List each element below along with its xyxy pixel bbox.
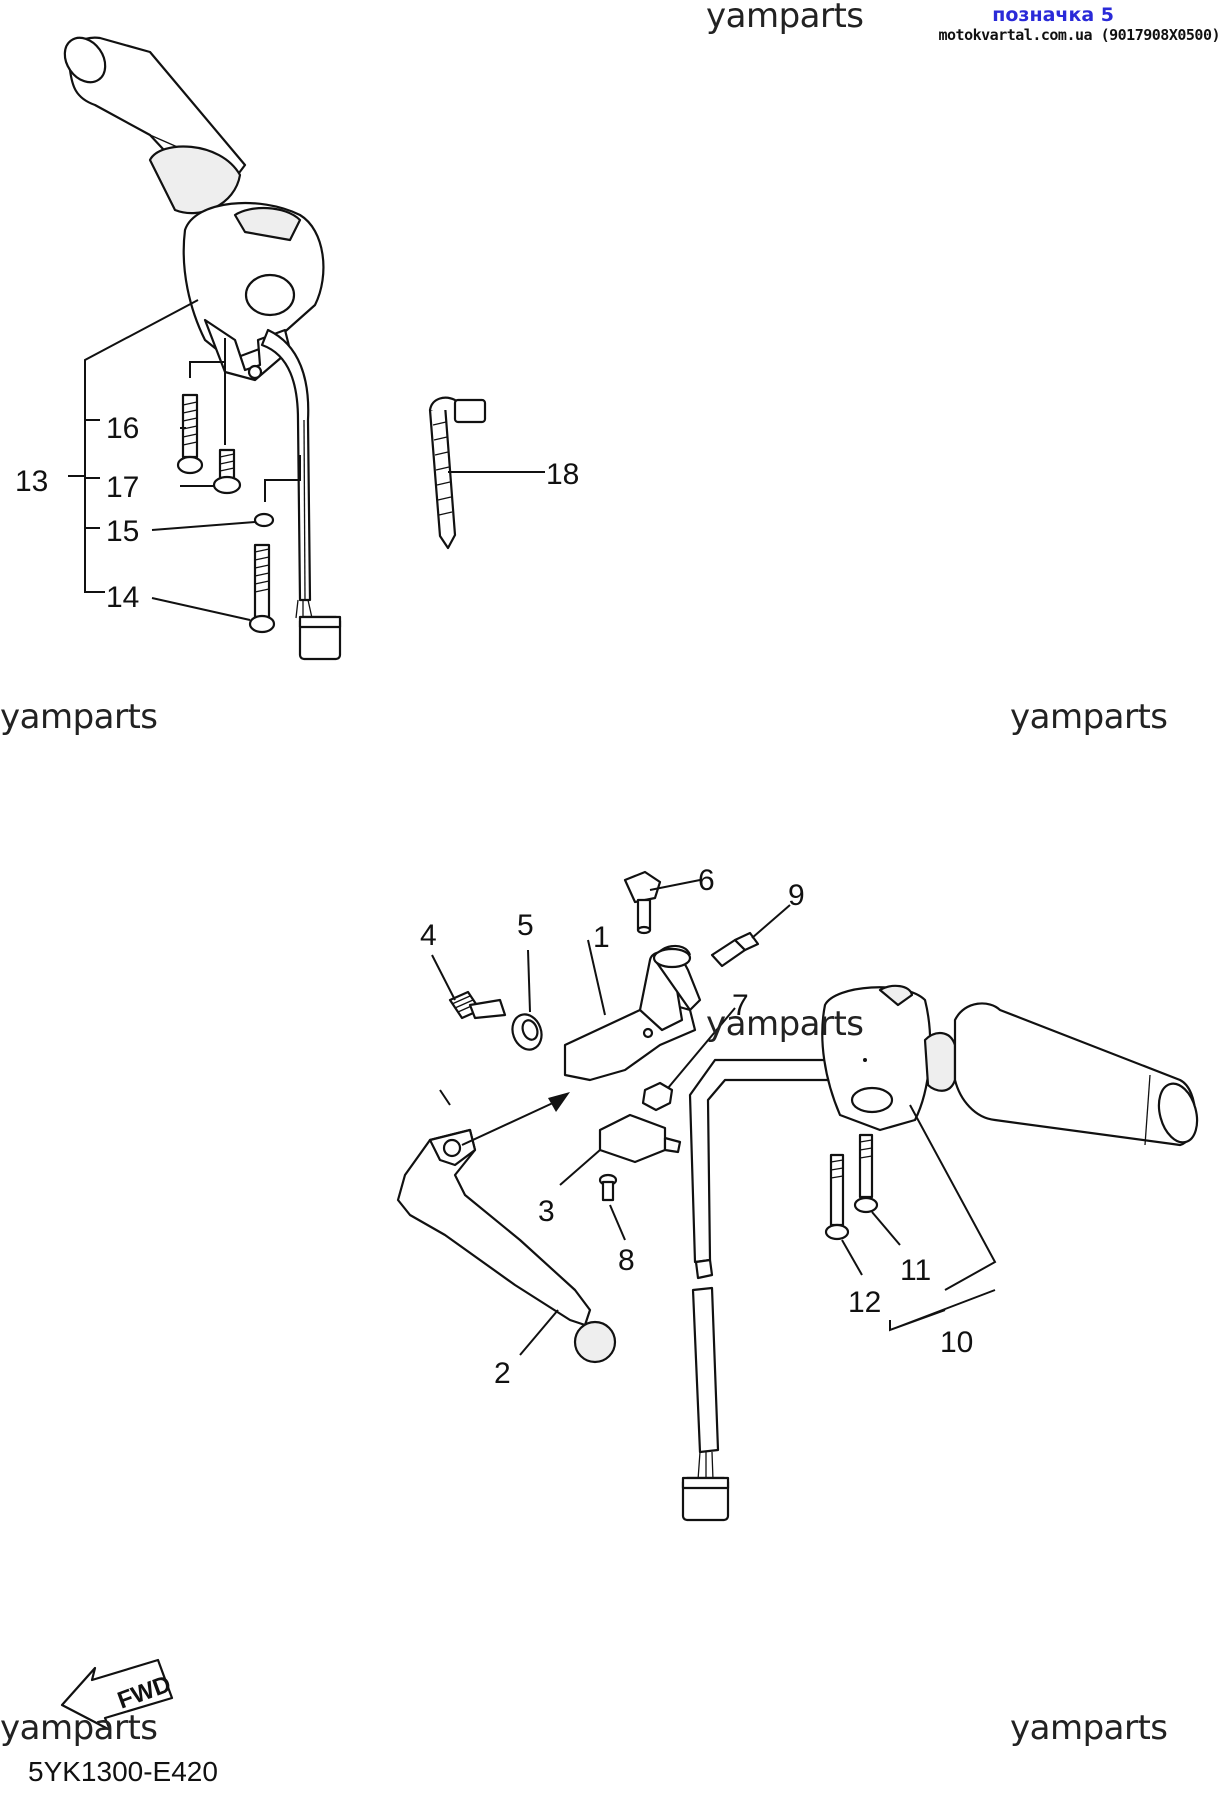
left-grip-assembly bbox=[63, 36, 342, 661]
screw-12 bbox=[824, 1153, 850, 1241]
bracket-13 bbox=[84, 299, 199, 593]
callout-15: 15 bbox=[106, 515, 139, 548]
watermark: yamparts bbox=[1010, 697, 1168, 737]
header-site: motokvartal.com.ua (9017908X0500) bbox=[938, 26, 1220, 44]
callout-13: 13 bbox=[15, 465, 48, 498]
nut-7 bbox=[641, 1081, 674, 1112]
screw-8 bbox=[598, 1173, 618, 1202]
washer-15 bbox=[253, 512, 275, 528]
screw-9 bbox=[710, 931, 760, 968]
screw-16 bbox=[176, 393, 204, 475]
screw-17 bbox=[212, 448, 242, 495]
callout-2: 2 bbox=[494, 1357, 511, 1390]
callout-18: 18 bbox=[546, 458, 579, 491]
callout-1: 1 bbox=[593, 921, 610, 954]
callout-17: 17 bbox=[106, 471, 139, 504]
screw-14 bbox=[248, 543, 276, 634]
callout-9: 9 bbox=[788, 879, 805, 912]
watermark: yamparts bbox=[706, 1004, 864, 1044]
callout-4: 4 bbox=[420, 919, 437, 952]
watermark: yamparts bbox=[1010, 1708, 1168, 1748]
cable-tie-18 bbox=[428, 396, 545, 550]
watermark: yamparts bbox=[706, 0, 864, 36]
right-switch-housing-10 bbox=[821, 984, 957, 1132]
screw-11 bbox=[853, 1133, 879, 1214]
callout-12: 12 bbox=[848, 1286, 881, 1319]
callout-7: 7 bbox=[732, 989, 749, 1022]
watermark: yamparts bbox=[0, 697, 158, 737]
header-tag: позначка 5 bbox=[992, 4, 1114, 26]
right-grip bbox=[953, 1002, 1199, 1147]
right-switch-harness bbox=[681, 1058, 832, 1522]
callout-6: 6 bbox=[698, 864, 715, 897]
watermark: yamparts bbox=[0, 1708, 158, 1748]
callout-16: 16 bbox=[106, 412, 139, 445]
lever-holder-1 bbox=[563, 944, 702, 1082]
locknut-5 bbox=[511, 1013, 543, 1051]
callout-5: 5 bbox=[517, 909, 534, 942]
callout-11: 11 bbox=[900, 1254, 931, 1287]
diagram-code: 5YK1300-E420 bbox=[28, 1756, 218, 1787]
callout-14: 14 bbox=[106, 581, 139, 614]
callout-3: 3 bbox=[538, 1195, 555, 1228]
bolt-6 bbox=[623, 870, 662, 935]
adjuster-4 bbox=[448, 990, 507, 1020]
callout-8: 8 bbox=[618, 1244, 635, 1277]
callout-10: 10 bbox=[940, 1326, 973, 1359]
clutch-lever-2 bbox=[396, 1128, 617, 1364]
clutch-switch-3 bbox=[598, 1113, 682, 1164]
fwd-arrow-icon: FWD bbox=[60, 1658, 175, 1732]
